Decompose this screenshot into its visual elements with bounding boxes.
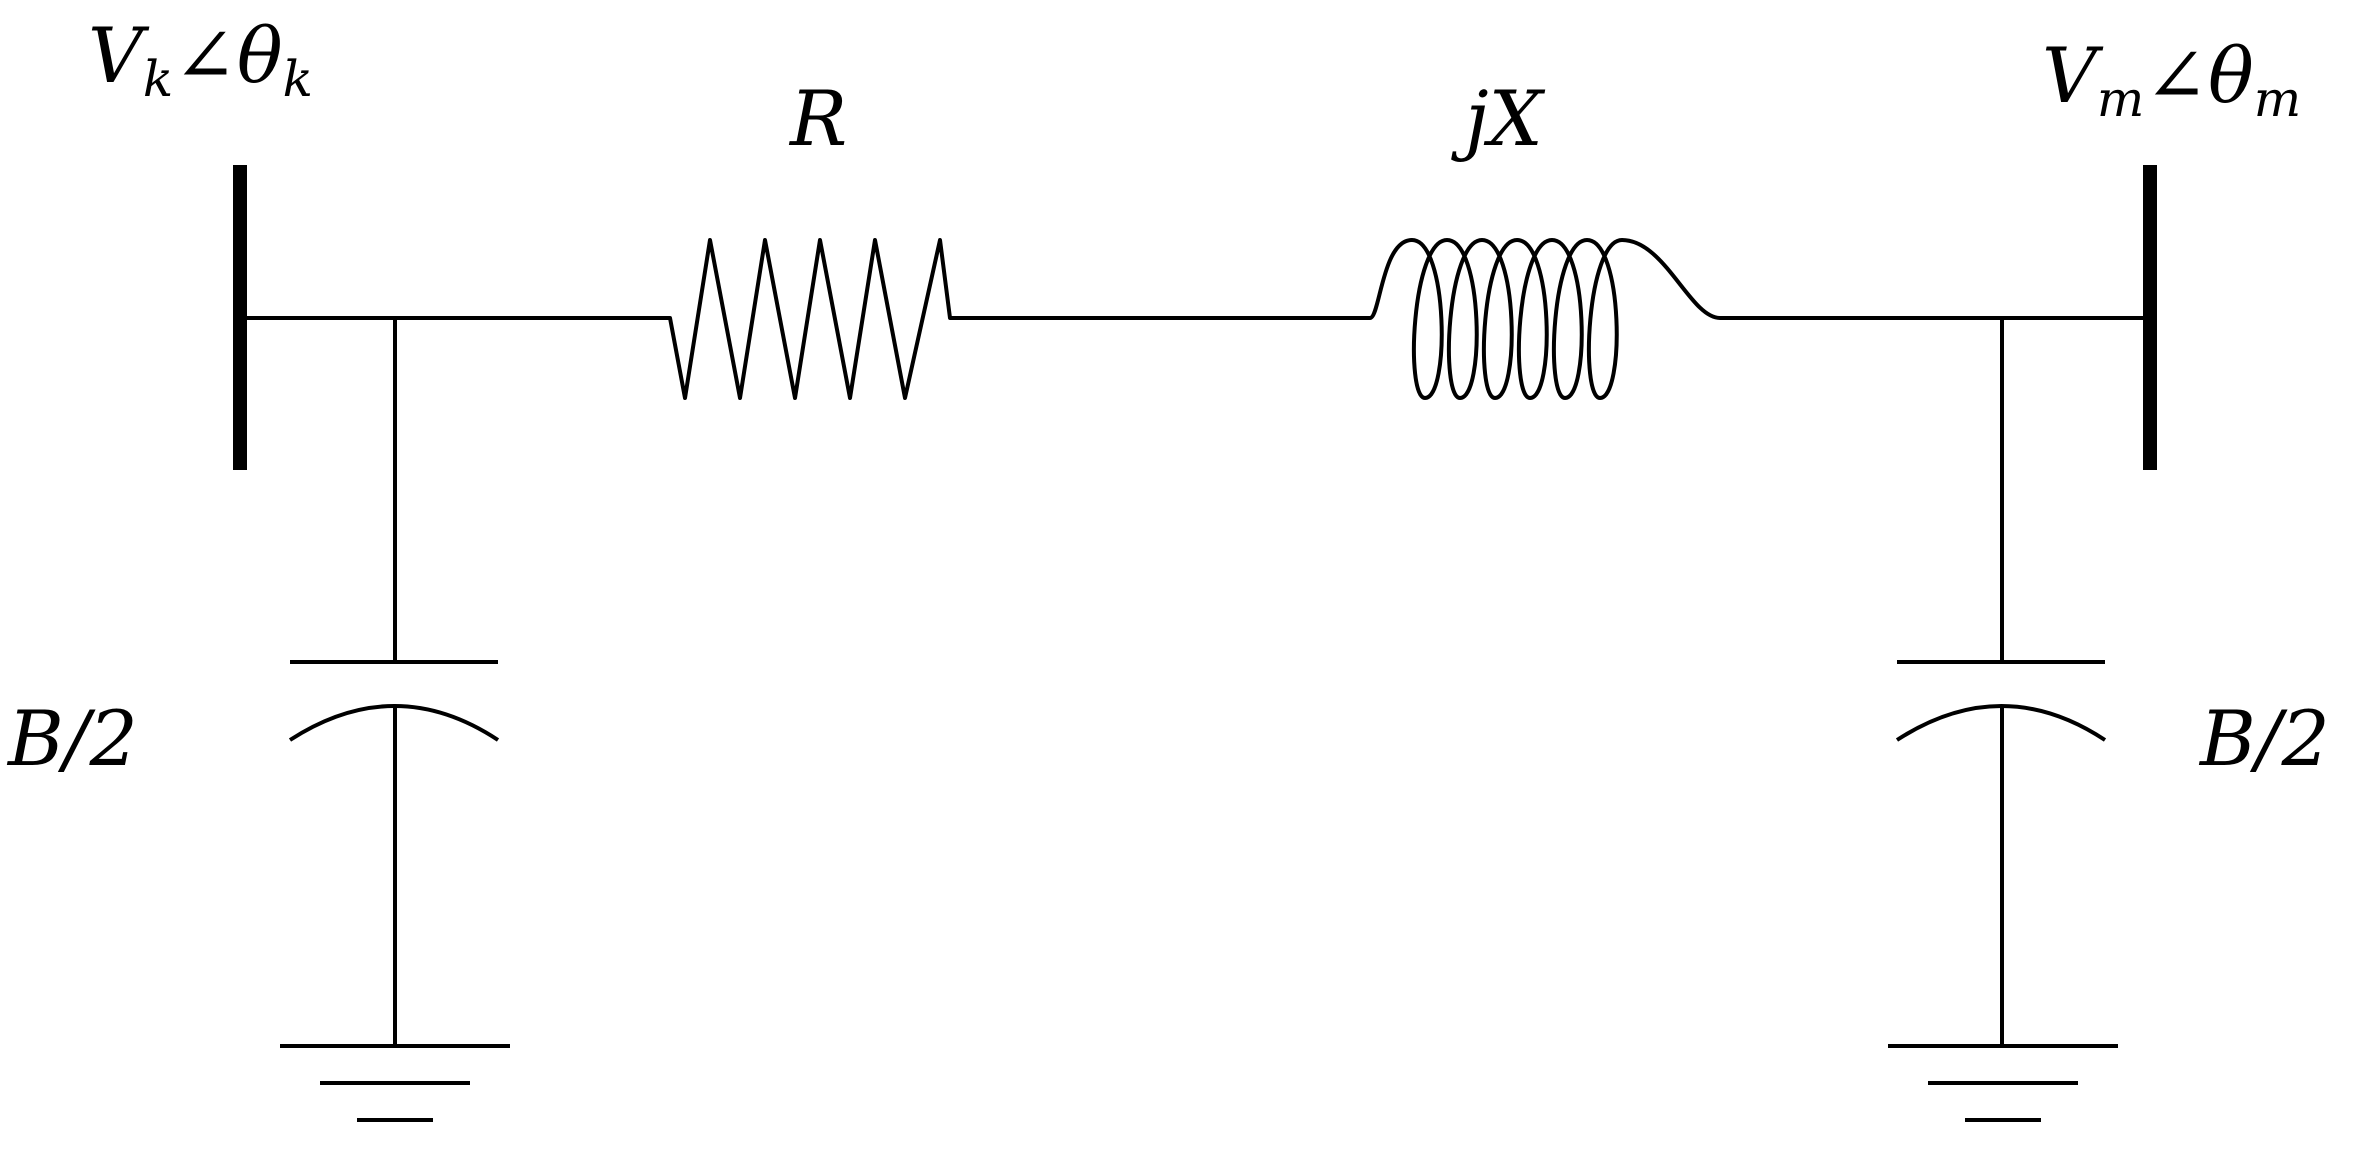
inductor-symbol — [1368, 238, 1721, 400]
ground-icon-left — [280, 1044, 510, 1122]
capacitor-left-label: B/2 — [6, 694, 138, 783]
capacitor-right-label: B/2 — [2198, 694, 2330, 783]
ground-icon-right — [1888, 1044, 2118, 1122]
resistor-label: R — [788, 74, 847, 163]
inductor-label: jX — [1451, 74, 1546, 163]
resistor-symbol — [655, 238, 970, 400]
bus-right-label: Vm∠θm — [2042, 31, 2301, 128]
bus-left-label: Vk∠θk — [88, 11, 313, 108]
